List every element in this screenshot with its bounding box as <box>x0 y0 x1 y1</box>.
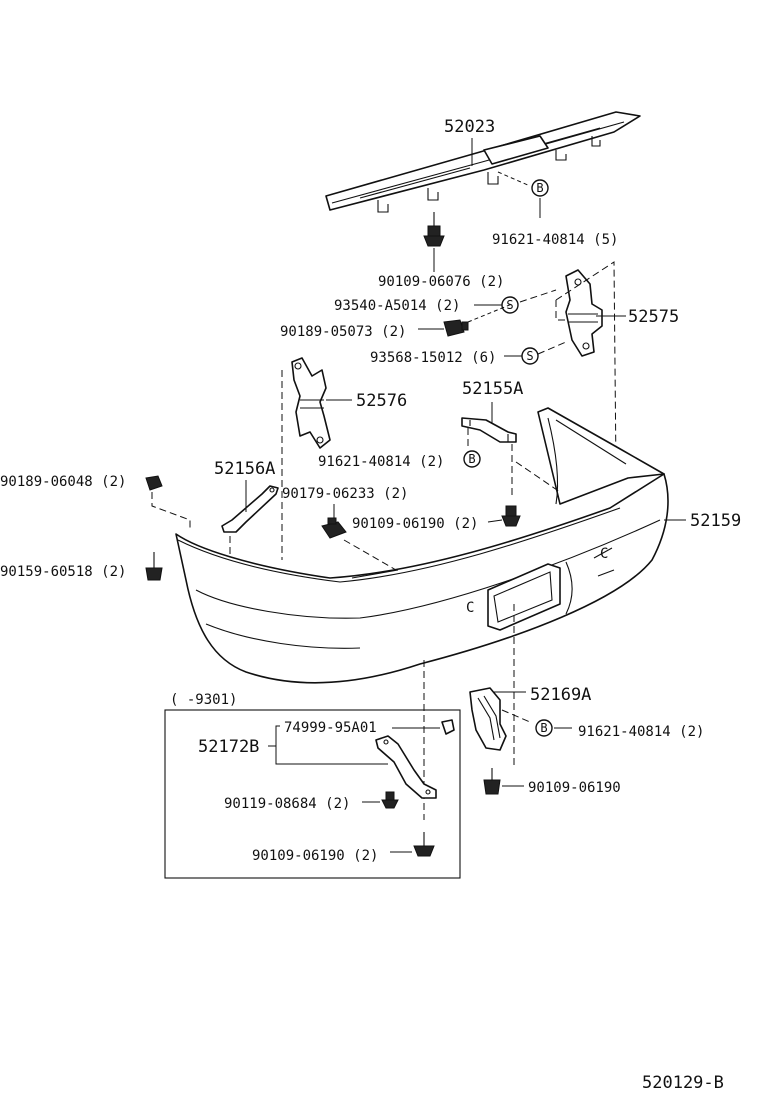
svg-text:B: B <box>536 181 543 195</box>
cap-icon <box>441 719 455 735</box>
bracket-center <box>461 417 517 443</box>
bolt-icon <box>381 791 399 809</box>
label-52575: 52575 <box>628 307 679 327</box>
label-90109-06190-c: 90109-06190 <box>528 780 621 796</box>
mark-b-mid: B <box>463 450 481 468</box>
bolt-icon <box>483 768 501 795</box>
label-90179-06233: 90179-06233 (2) <box>282 486 408 502</box>
bumper-cover <box>175 407 669 684</box>
label-91621-40814-5: 91621-40814 (5) <box>492 232 618 248</box>
inset-bracket <box>375 735 437 799</box>
inset-box <box>164 709 461 879</box>
label-52169a: 52169A <box>530 685 591 705</box>
label-90159-60518: 90159-60518 (2) <box>0 564 126 580</box>
mark-b-top: B <box>531 179 549 197</box>
inset-range: ( -9301) <box>170 692 237 708</box>
label-90189-06048: 90189-06048 (2) <box>0 474 126 490</box>
label-52576: 52576 <box>356 391 407 411</box>
label-52023: 52023 <box>444 117 495 137</box>
label-52156a: 52156A <box>214 459 275 479</box>
label-90109-06190-2a: 90109-06190 (2) <box>352 516 478 532</box>
nut-icon <box>145 475 163 491</box>
figure-number: 520129-B <box>642 1073 724 1093</box>
svg-text:B: B <box>468 452 475 466</box>
label-90189-05073: 90189-05073 (2) <box>280 324 406 340</box>
bracket-right <box>469 687 507 751</box>
label-91621-40814-2a: 91621-40814 (2) <box>318 454 444 470</box>
svg-text:B: B <box>540 721 547 735</box>
mark-s-2: S <box>521 347 539 365</box>
bumper-reinforcement <box>325 111 641 213</box>
bolt-icon <box>501 505 521 527</box>
label-52172b: 52172B <box>198 737 259 757</box>
retainer-right <box>565 269 603 357</box>
label-91621-40814-2b: 91621-40814 (2) <box>578 724 704 740</box>
bracket-left <box>221 485 279 533</box>
label-93540-a5014: 93540-A5014 (2) <box>334 298 460 314</box>
label-52155a: 52155A <box>462 379 523 399</box>
mark-b-low: B <box>535 719 553 737</box>
svg-text:S: S <box>526 349 533 363</box>
screw-icon <box>145 552 163 581</box>
label-90109-06076: 90109-06076 (2) <box>378 274 504 290</box>
label-90109-06190-2b: 90109-06190 (2) <box>252 848 378 864</box>
mark-c-left: C <box>466 600 474 616</box>
nut-icon <box>443 319 469 337</box>
label-93568-15012: 93568-15012 (6) <box>370 350 496 366</box>
label-52159: 52159 <box>690 511 741 531</box>
retainer-left <box>291 357 331 449</box>
bolt-icon <box>413 832 435 857</box>
mark-c-right: C <box>600 546 608 562</box>
bolt-icon <box>423 212 445 247</box>
nut-plate-icon <box>321 517 347 539</box>
label-74999-95a01: 74999-95A01 <box>284 720 377 736</box>
label-90119-08684: 90119-08684 (2) <box>224 796 350 812</box>
